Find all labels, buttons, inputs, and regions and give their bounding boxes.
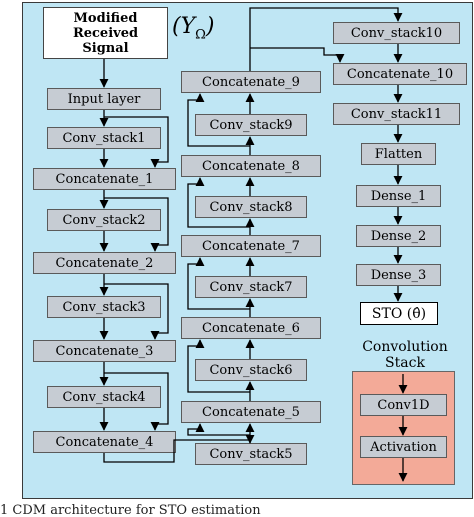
col1-box-3: Conv_stack2 bbox=[47, 209, 161, 231]
col1-box-4: Concatenate_2 bbox=[33, 252, 176, 274]
input-signal-box: Modified Received Signal bbox=[43, 7, 168, 59]
skip-c1-1 bbox=[104, 116, 169, 168]
skip-c2-6 bbox=[187, 339, 250, 393]
col2-box-1: Concatenate_5 bbox=[181, 401, 321, 423]
skip-c2-5 bbox=[187, 423, 250, 436]
stack-title-1: Convolution bbox=[362, 339, 448, 355]
col2-box-8: Conv_stack9 bbox=[195, 114, 307, 136]
col1-box-8: Concatenate_4 bbox=[33, 431, 176, 453]
signal-line-1: Modified bbox=[73, 10, 138, 26]
skip-c2-7 bbox=[187, 257, 250, 310]
col2-box-7: Concatenate_8 bbox=[181, 155, 321, 177]
col3-box-4: Dense_1 bbox=[356, 185, 441, 207]
link-col1-col2 bbox=[103, 434, 255, 463]
col3-box-2: Conv_stack11 bbox=[333, 103, 460, 125]
col1-box-2: Concatenate_1 bbox=[33, 168, 176, 190]
col2-box-2: Conv_stack6 bbox=[195, 359, 307, 381]
col3-box-3: Flatten bbox=[361, 143, 436, 165]
col1-box-0: Input layer bbox=[47, 88, 161, 110]
skip-c2-8 bbox=[187, 177, 250, 228]
signal-symbol: (YΩ) bbox=[172, 14, 215, 43]
col3-box-6: Dense_3 bbox=[356, 264, 441, 286]
signal-line-3: Signal bbox=[82, 40, 129, 56]
col2-box-3: Concatenate_6 bbox=[181, 317, 321, 339]
signal-line-2: Received bbox=[72, 25, 139, 41]
col1-box-5: Conv_stack3 bbox=[47, 296, 161, 318]
figure-caption: 1 CDM architecture for STO estimation bbox=[0, 503, 261, 517]
col3-box-5: Dense_2 bbox=[356, 225, 441, 247]
col1-box-1: Conv_stack1 bbox=[47, 127, 161, 149]
skip-c1-2 bbox=[104, 197, 169, 252]
col1-box-6: Concatenate_3 bbox=[33, 340, 176, 362]
skip-c2-9 bbox=[187, 93, 250, 147]
col2-box-9: Concatenate_9 bbox=[181, 71, 321, 93]
link-col2-col3 bbox=[249, 7, 403, 71]
col2-box-4: Conv_stack7 bbox=[195, 276, 307, 298]
col3-box-1: Concatenate_10 bbox=[333, 63, 467, 85]
col2-box-5: Concatenate_7 bbox=[181, 235, 321, 257]
stack-item-1: Activation bbox=[360, 436, 447, 458]
col1-box-7: Conv_stack4 bbox=[47, 386, 161, 408]
skip-c1-4 bbox=[104, 372, 169, 431]
skip-c3-10 bbox=[250, 47, 345, 63]
output-box: STO (θ̂) bbox=[360, 302, 438, 325]
col2-box-6: Conv_stack8 bbox=[195, 196, 307, 218]
stack-title-2: Stack bbox=[385, 355, 425, 371]
stack-item-0: Conv1D bbox=[360, 394, 447, 416]
col3-box-0: Conv_stack10 bbox=[333, 22, 460, 44]
skip-c1-3 bbox=[104, 283, 169, 340]
